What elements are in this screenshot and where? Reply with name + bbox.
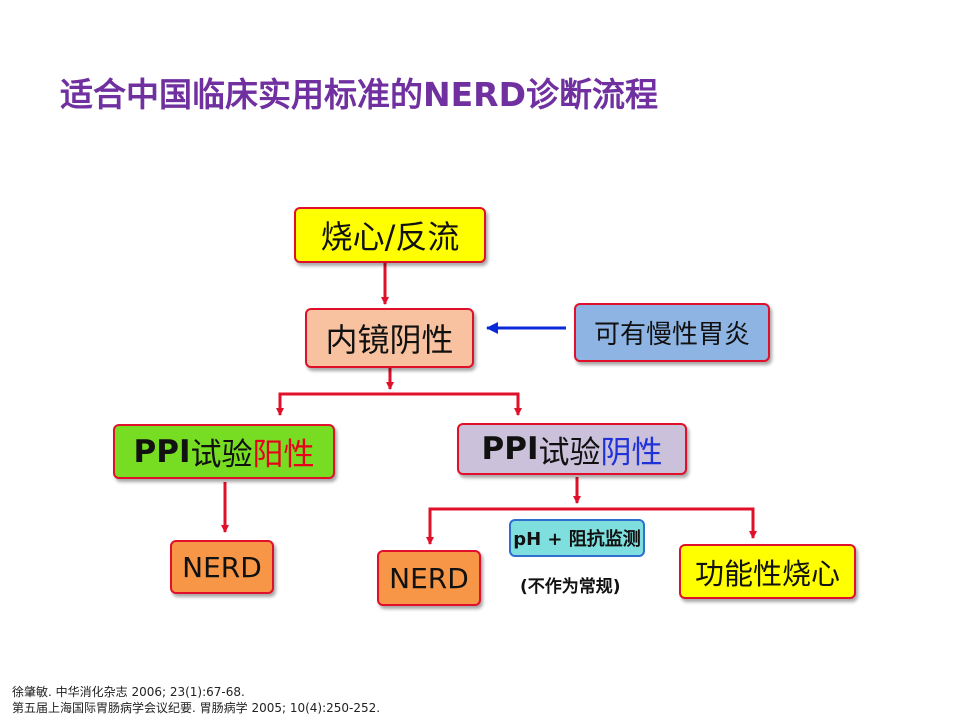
ppi-label: PPI [133,433,191,470]
functional-heartburn-box: 功能性烧心 [679,544,856,599]
reference-item: 徐肇敏. 中华消化杂志 2006; 23(1):67-68. [12,685,245,699]
page-title: 适合中国临床实用标准的NERD诊断流程 [60,75,658,114]
endoscopy-negative-box: 内镜阴性 [305,308,474,368]
test-label: 试验 [190,437,253,473]
test-label: 试验 [538,434,601,471]
not-routine-note: (不作为常规) [520,577,621,597]
branch-to-ppi-tests [278,392,520,411]
nerd-box-left: NERD [170,540,274,594]
references: 徐肇敏. 中华消化杂志 2006; 23(1):67-68. 第五届上海国际胃肠… [12,684,380,716]
nerd-box-right: NERD [377,550,481,606]
ppi-label: PPI [481,431,539,467]
chronic-gastritis-box: 可有慢性胃炎 [574,303,770,362]
branch-to-outcomes [428,507,755,540]
positive-label: 阳性 [252,437,315,473]
negative-label: 阴性 [600,434,663,471]
ph-impedance-monitoring-box: pH + 阻抗监测 [509,519,645,557]
reference-item: 第五届上海国际胃肠病学会议纪要. 胃肠病学 2005; 10(4):250-25… [12,701,381,715]
heartburn-reflux-box: 烧心/反流 [294,207,486,263]
